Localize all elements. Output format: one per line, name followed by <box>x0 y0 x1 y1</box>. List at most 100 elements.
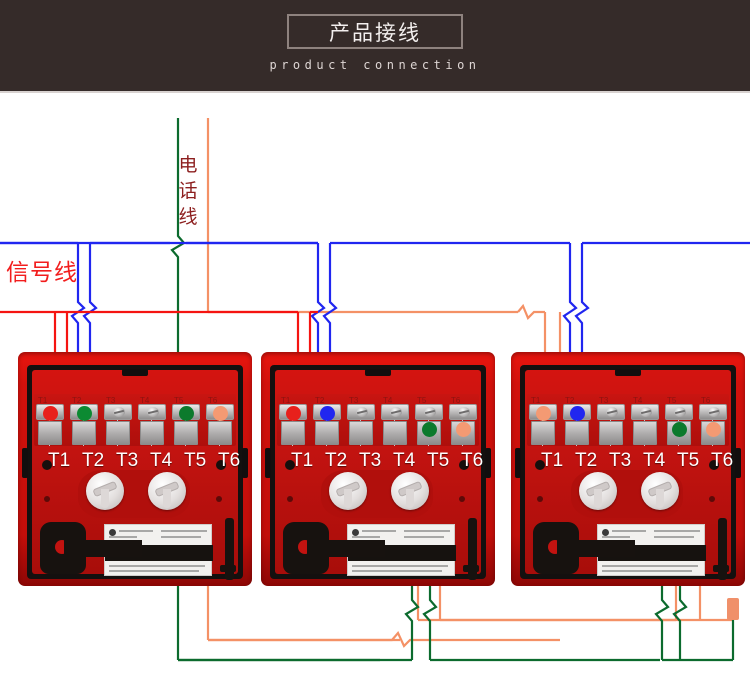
terminal-label-t1: T1 <box>291 450 314 471</box>
mount-hole-left <box>535 460 545 470</box>
terminal-body <box>281 421 305 445</box>
bottom-foot <box>220 565 236 572</box>
brand-logo-icon <box>602 529 609 536</box>
terminal-screw-icon <box>606 407 618 417</box>
dial-pointer-icon <box>101 489 109 508</box>
bottom-foot <box>713 565 729 572</box>
strip-number-t4: T4 <box>633 396 643 405</box>
connection-dot-t6 <box>213 406 228 421</box>
handle-arm <box>557 540 635 557</box>
mount-dot-left <box>287 496 293 502</box>
mount-hole-right <box>216 460 226 470</box>
terminal-t4[interactable] <box>631 404 659 448</box>
terminal-label-t6: T6 <box>218 450 241 471</box>
signal-line-label: 信号线 <box>6 260 78 286</box>
terminal-body <box>565 421 589 445</box>
rotary-dial-1[interactable] <box>579 472 617 510</box>
terminal-label-t5: T5 <box>184 450 207 471</box>
terminal-t4[interactable] <box>138 404 166 448</box>
terminal-body <box>349 421 373 445</box>
mount-dot-right <box>709 496 715 502</box>
right-rail <box>225 518 234 580</box>
strip-number-t2: T2 <box>315 396 325 405</box>
rotary-dial-1[interactable] <box>329 472 367 510</box>
terminal-label-t3: T3 <box>609 450 632 471</box>
rotary-dial-2[interactable] <box>641 472 679 510</box>
side-tab-left <box>22 448 28 478</box>
connection-dot-t6 <box>456 422 471 437</box>
terminal-screw-icon <box>147 407 159 417</box>
connection-dot-t1 <box>286 406 301 421</box>
title-box: 产品接线 <box>287 14 463 49</box>
terminal-clip-icon <box>665 404 693 420</box>
terminal-label-t4: T4 <box>393 450 416 471</box>
terminal-clip-icon <box>449 404 477 420</box>
terminal-body <box>174 421 198 445</box>
dial-pointer-icon <box>344 489 352 508</box>
mount-dot-left <box>44 496 50 502</box>
mount-dot-left <box>537 496 543 502</box>
terminal-t4[interactable] <box>381 404 409 448</box>
bottom-foot <box>463 565 479 572</box>
handle-arm <box>307 540 385 557</box>
terminal-body <box>72 421 96 445</box>
mount-hole-left <box>285 460 295 470</box>
strip-number-t4: T4 <box>140 396 150 405</box>
terminal-label-t2: T2 <box>325 450 348 471</box>
terminal-t6[interactable] <box>449 404 477 448</box>
terminal-body <box>383 421 407 445</box>
terminal-clip-icon <box>415 404 443 420</box>
brand-logo-icon <box>109 529 116 536</box>
terminal-t3[interactable] <box>104 404 132 448</box>
strip-number-t1: T1 <box>531 396 541 405</box>
strip-number-t6: T6 <box>451 396 461 405</box>
end-of-line-resistor <box>727 598 739 620</box>
connection-dot-t6 <box>706 422 721 437</box>
rotary-dial-2[interactable] <box>148 472 186 510</box>
page-subtitle: product connection <box>269 58 481 72</box>
strip-number-t6: T6 <box>208 396 218 405</box>
terminal-label-t3: T3 <box>359 450 382 471</box>
terminal-body <box>599 421 623 445</box>
terminal-label-t1: T1 <box>541 450 564 471</box>
terminal-clip-icon <box>699 404 727 420</box>
mount-hole-right <box>709 460 719 470</box>
side-tab-right <box>485 448 491 478</box>
rotary-dial-2[interactable] <box>391 472 429 510</box>
strip-number-t1: T1 <box>281 396 291 405</box>
terminal-screw-icon <box>674 407 686 417</box>
terminal-t6[interactable] <box>206 404 234 448</box>
terminal-label-t4: T4 <box>150 450 173 471</box>
top-notch <box>122 369 148 376</box>
strip-number-t5: T5 <box>174 396 184 405</box>
strip-number-t5: T5 <box>667 396 677 405</box>
terminal-label-t3: T3 <box>116 450 139 471</box>
terminal-screw-icon <box>708 407 720 417</box>
side-tab-right <box>735 448 741 478</box>
right-rail <box>468 518 477 580</box>
page-header: 产品接线 product connection <box>0 0 750 93</box>
terminal-t3[interactable] <box>597 404 625 448</box>
terminal-clip-icon <box>631 404 659 420</box>
dial-pointer-icon <box>656 489 664 508</box>
side-tab-right <box>242 448 248 478</box>
terminal-body <box>701 421 725 445</box>
connection-dot-t2 <box>77 406 92 421</box>
strip-number-t3: T3 <box>106 396 116 405</box>
dial-pointer-icon <box>163 489 171 508</box>
header-divider <box>0 91 750 93</box>
terminal-label-t4: T4 <box>643 450 666 471</box>
brand-logo-icon <box>352 529 359 536</box>
terminal-t3[interactable] <box>347 404 375 448</box>
terminal-label-t5: T5 <box>427 450 450 471</box>
rotary-dial-1[interactable] <box>86 472 124 510</box>
strip-number-t2: T2 <box>72 396 82 405</box>
connection-dot-t2 <box>320 406 335 421</box>
terminal-screw-icon <box>390 407 402 417</box>
terminal-screw-icon <box>113 407 125 417</box>
